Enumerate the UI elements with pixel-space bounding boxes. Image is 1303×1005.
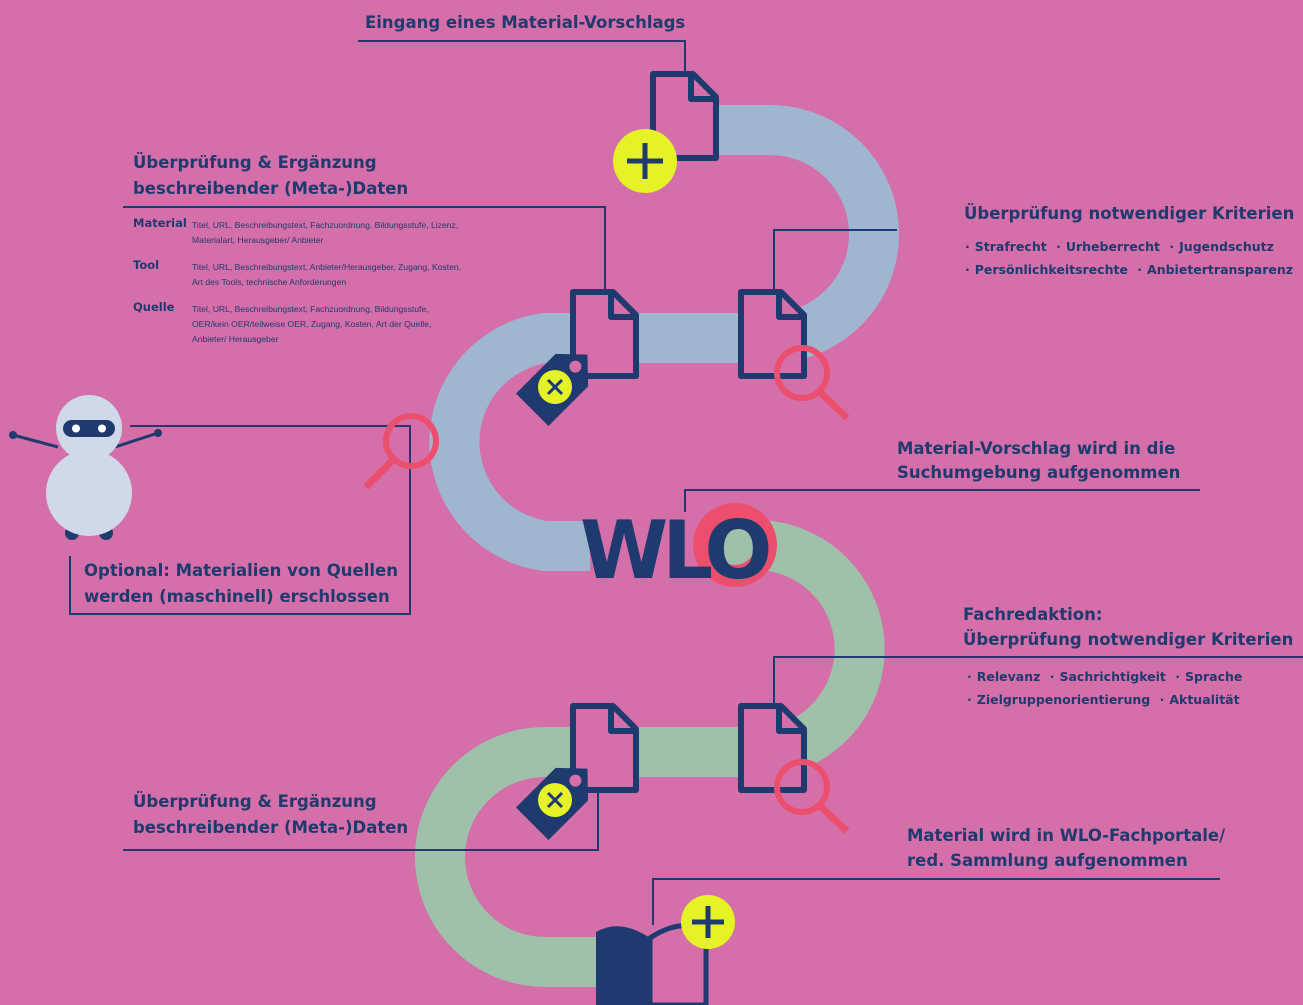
criteria2-row2: ·Zielgruppenorientierung ·Aktualität [967,692,1240,707]
step-aufgenommen-line1: Material-Vorschlag wird in die [897,439,1176,458]
document-search-icon [738,289,850,421]
metadata-row-tool: Tool Titel, URL, Beschreibungstext, Anbi… [133,258,462,287]
book-add-icon [596,895,735,1005]
path-upper [429,105,899,571]
svg-text:WLO: WLO [580,504,768,597]
document-tag-icon-2 [515,703,639,841]
step-kriterien: Überprüfung notwendiger Kriterien [964,204,1295,223]
metadata-row-quelle: Quelle Titel, URL, Beschreibungstext, Fa… [133,300,432,344]
criteria1-row1: ·Strafrecht ·Urheberrecht ·Jugendschutz [965,239,1274,254]
step-meta1-line2: beschreibender (Meta-)Daten [133,179,409,198]
path-lower [415,521,885,987]
step-meta1-line1: Überprüfung & Ergänzung [133,153,377,172]
metadata-row-material: Material Titel, URL, Beschreibungstext, … [133,216,459,245]
step-meta2-line1: Überprüfung & Ergänzung [133,792,377,811]
document-search-icon-2 [738,703,850,834]
document-tag-icon [515,289,639,427]
step-optional-line1: Optional: Materialien von Quellen [84,561,398,580]
criteria1-row2: ·Persönlichkeitsrechte ·Anbietertranspar… [965,262,1294,277]
magnifier-icon [363,413,439,490]
criteria2-row1: ·Relevanz ·Sachrichtigkeit ·Sprache [967,669,1243,684]
step-meta2-line2: beschreibender (Meta-)Daten [133,818,409,837]
step-fachredaktion-line1: Fachredaktion: [963,605,1103,624]
robot-icon [9,395,162,540]
step-optional-line2: werden (maschinell) erschlossen [84,587,390,606]
document-add-icon [613,71,719,193]
step-fachportale-line2: red. Sammlung aufgenommen [907,851,1188,870]
step-aufgenommen-line2: Suchumgebung aufgenommen [897,463,1181,482]
metadata-table: Material Titel, URL, Beschreibungstext, … [133,216,463,344]
wlo-logo: WLO [580,503,777,597]
step-fachportale-line1: Material wird in WLO-Fachportale/ [907,826,1226,845]
step-eingang: Eingang eines Material-Vorschlags [365,13,686,32]
step-fachredaktion-line2: Überprüfung notwendiger Kriterien [963,630,1294,649]
